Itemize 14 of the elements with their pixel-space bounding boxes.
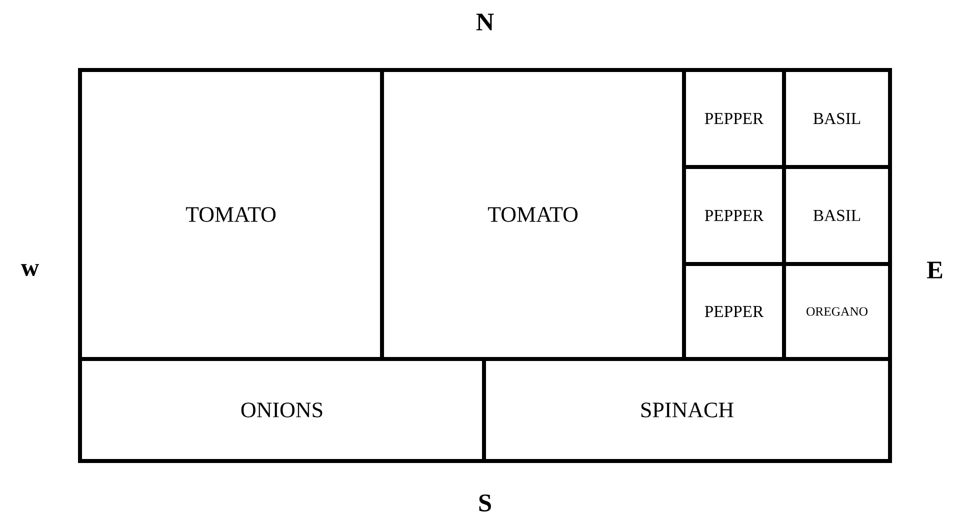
garden-bed: TOMATO [78,68,384,362]
garden-bed: BASIL [782,68,892,170]
garden-bed: PEPPER [682,165,786,266]
garden-bed: PEPPER [682,68,786,170]
garden-bed: ONIONS [78,357,486,463]
compass-letter: N [476,14,494,30]
garden-bed: SPINACH [482,357,892,463]
garden-bed: BASIL [782,165,892,266]
garden-bed: OREGANO [782,262,892,361]
garden-bed: TOMATO [380,68,686,362]
compass-letter: w [20,264,39,276]
compass-letter: S [479,494,491,512]
garden-bed: PEPPER [682,262,786,361]
compass-letter: E [927,262,942,278]
